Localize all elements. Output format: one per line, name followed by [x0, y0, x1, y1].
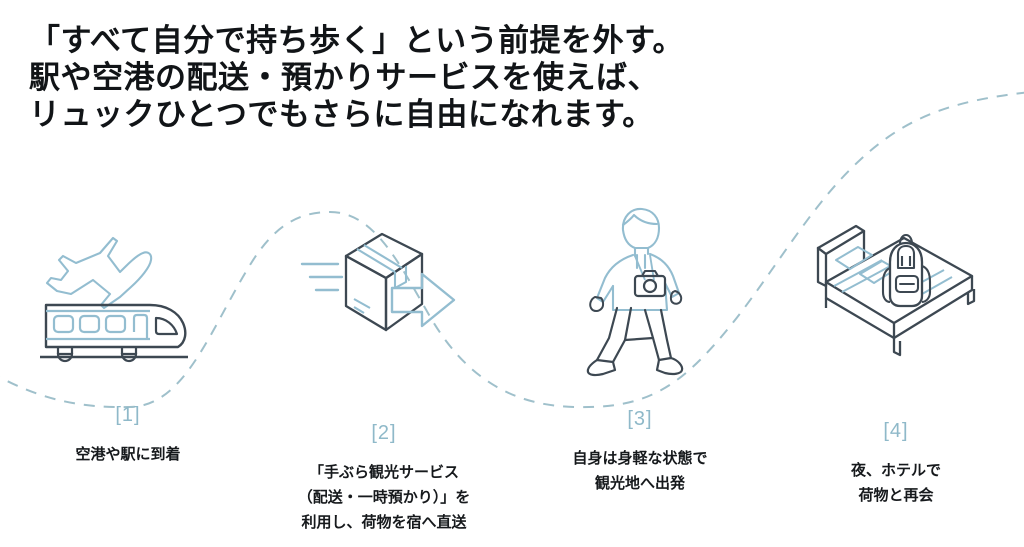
headline-line-2: 駅や空港の配送・預かりサービスを使えば、 [29, 60, 659, 95]
camera-icon [633, 254, 667, 297]
step-1-number: [1] [115, 404, 141, 426]
speed-lines-icon [300, 262, 344, 292]
step-item-2: [2] 「手ぶら観光サービス （配送・一時預かり）」を 利用し、荷物を宿へ直送 [256, 190, 512, 535]
step-4-illustration [796, 190, 996, 406]
backpack-icon [881, 233, 931, 308]
step-1-illustration [28, 190, 228, 390]
step-2-caption-line-1: 「手ぶら観光サービス [308, 464, 459, 481]
parcel-delivery-icon [300, 232, 456, 332]
step-item-3: [3] 自身は身軽な状態で 観光地へ出発 [512, 190, 768, 535]
bed-legs-icon [824, 289, 975, 357]
step-item-4: [4] 夜、ホテルで 荷物と再会 [768, 190, 1024, 535]
step-1-caption: 空港や駅に到着 [75, 442, 180, 467]
step-3-number: [3] [627, 408, 653, 430]
walking-traveler-icon [586, 207, 684, 376]
box-icon [344, 232, 424, 332]
airplane-icon [45, 236, 153, 309]
step-3-caption-line-1: 自身は身軽な状態で [572, 450, 708, 467]
train-icon [40, 303, 188, 362]
headline-line-3: リュックひとつでもさらに自由になれます。 [29, 97, 654, 132]
step-4-number: [4] [883, 420, 909, 442]
box-tape-icon [353, 244, 408, 314]
step-item-1: [1] 空港や駅に到着 [0, 190, 256, 535]
traveler-hands-icon [589, 289, 683, 312]
step-4-caption-line-2: 荷物と再会 [858, 487, 934, 504]
traveler-shoes-icon [586, 356, 684, 376]
step-3-illustration [540, 190, 740, 394]
traveler-head-icon [621, 207, 661, 257]
step-4-caption: 夜、ホテルで 荷物と再会 [851, 458, 941, 508]
step-2-caption-line-3: 利用し、荷物を宿へ直送 [301, 514, 467, 531]
steps-row: [1] 空港や駅に到着 [0, 190, 1024, 535]
arrow-right-icon [390, 272, 456, 328]
step-2-caption: 「手ぶら観光サービス （配送・一時預かり）」を 利用し、荷物を宿へ直送 [298, 460, 471, 535]
step-2-illustration [284, 190, 484, 408]
traveler-legs-icon [595, 306, 673, 363]
page-title: 「すべて自分で持ち歩く」という前提を外す。 駅や空港の配送・預かりサービスを使え… [29, 22, 789, 133]
bed-with-backpack-icon [816, 224, 975, 357]
airplane-and-train-icon [40, 236, 188, 362]
step-3-caption-line-2: 観光地へ出発 [594, 475, 685, 492]
step-2-caption-line-2: （配送・一時預かり）」を [297, 489, 471, 506]
step-4-caption-line-1: 夜、ホテルで [850, 462, 941, 479]
headline-line-1: 「すべて自分で持ち歩く」という前提を外す。 [29, 23, 684, 58]
step-3-caption: 自身は身軽な状態で 観光地へ出発 [572, 446, 707, 496]
step-2-number: [2] [371, 422, 397, 444]
traveler-jacket-icon [595, 252, 681, 311]
step-1-caption-line-1: 空港や駅に到着 [75, 446, 181, 463]
